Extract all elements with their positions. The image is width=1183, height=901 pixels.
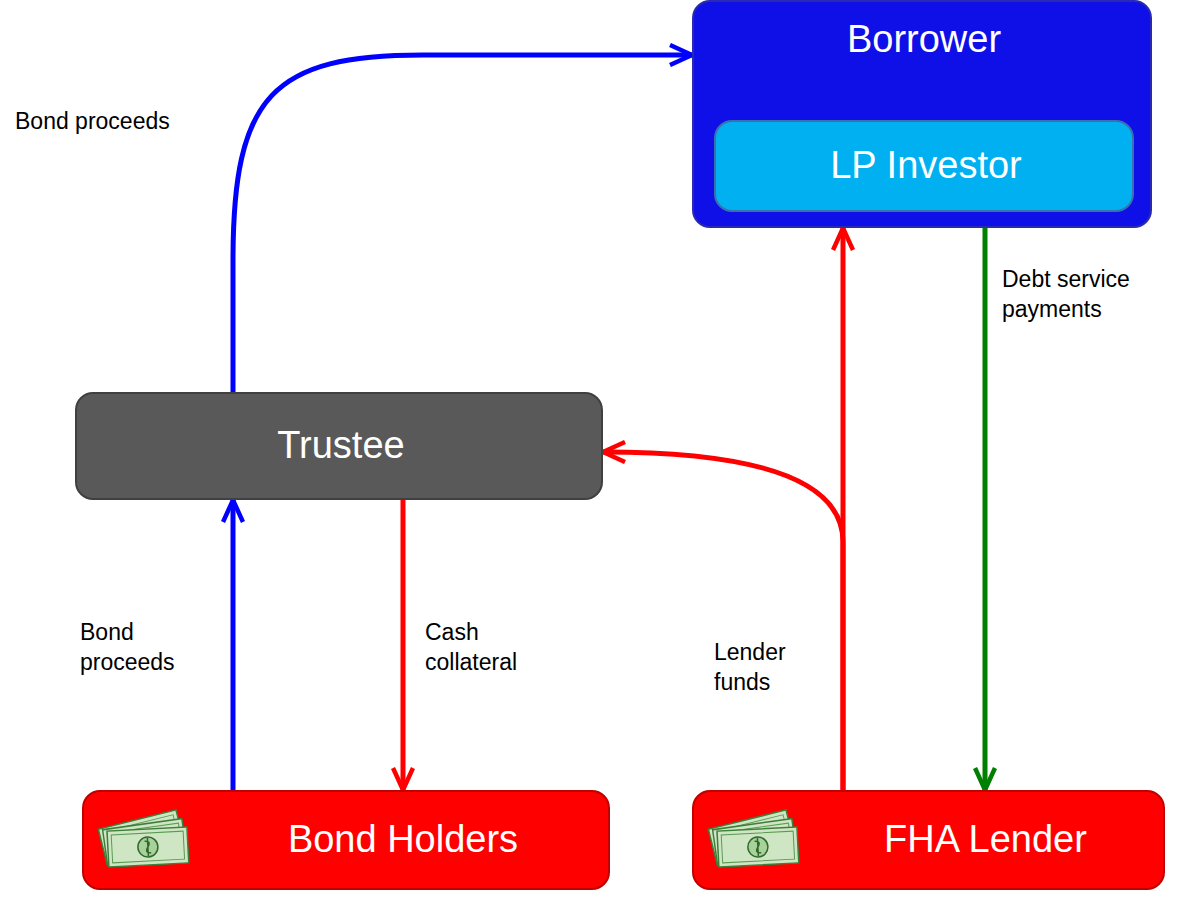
trustee-box: Trustee: [75, 392, 603, 500]
node-label: FHA Lender: [884, 818, 1087, 862]
investor-box: LP Investor: [714, 120, 1134, 212]
flow-label: Debt service payments: [1002, 265, 1162, 325]
bondholder-box: Bond Holders: [82, 790, 610, 890]
flow-label: Cash collateral: [425, 618, 555, 678]
flow-arrow: [603, 452, 843, 790]
node-label: Trustee: [277, 424, 404, 468]
flow-arrow: [401, 500, 406, 790]
flow-label: Bond proceeds: [15, 107, 170, 137]
flow-label: Bond proceeds: [80, 618, 210, 678]
money-icon: [704, 807, 804, 877]
borrower-box: Borrower LP Investor: [692, 0, 1152, 228]
flow-arrow: [983, 228, 988, 790]
flow-arrow: [233, 55, 692, 392]
flow-label: Lender funds: [714, 638, 824, 698]
money-icon: [94, 807, 194, 877]
node-label: Borrower: [847, 18, 1001, 62]
node-label: LP Investor: [830, 144, 1022, 188]
flow-arrow: [231, 500, 236, 790]
lender-box: FHA Lender: [692, 790, 1165, 890]
node-label: Bond Holders: [288, 818, 518, 862]
